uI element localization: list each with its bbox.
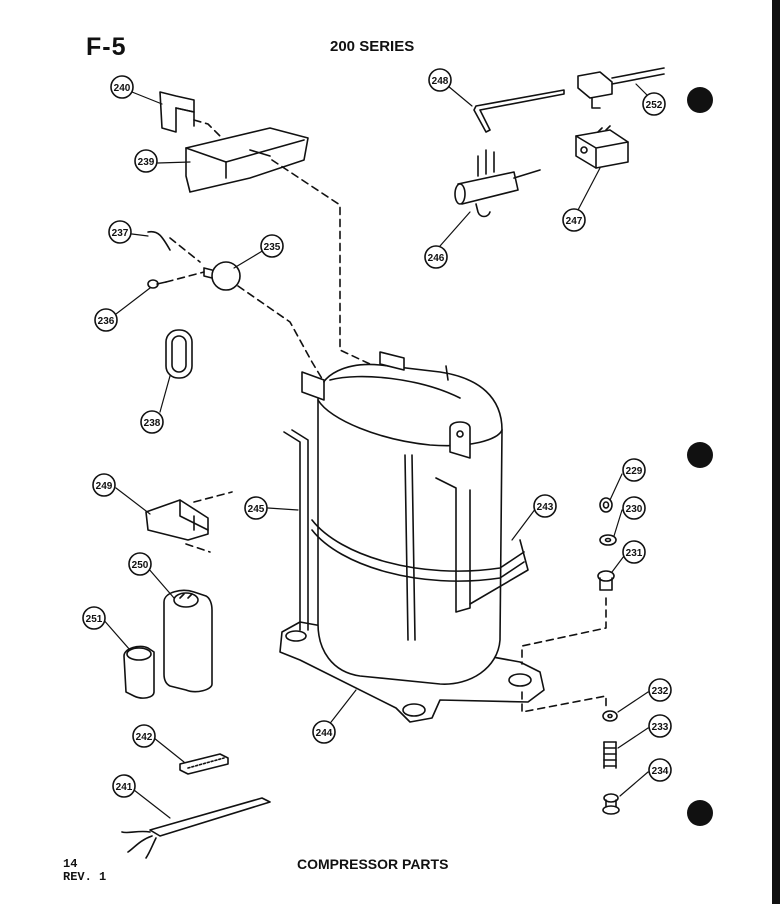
part-229-nut [599,497,613,513]
callouts: 240 239 237 235 236 238 248 252 246 247 … [82,68,672,798]
callout-238: 238 [140,410,164,434]
callout-229-label: 229 [626,466,643,477]
callout-243: 243 [533,494,557,518]
callout-240-label: 240 [114,83,131,94]
leader-lines [101,83,651,819]
figure-id: F-5 [86,33,127,61]
part-252-plug [577,67,665,109]
revision-label: REV. 1 [63,870,107,884]
assembly-lines-right [521,597,607,713]
callout-248-label: 248 [432,76,449,87]
part-238-gasket [165,329,193,379]
callout-250-label: 250 [132,560,149,571]
callout-247: 247 [562,208,586,232]
part-235-overload [203,261,241,291]
callout-248: 248 [428,68,452,92]
callout-235-label: 235 [264,242,281,253]
callout-246-label: 246 [428,253,445,264]
callout-242: 242 [132,724,156,748]
callout-246: 246 [424,245,448,269]
callout-249-label: 249 [96,481,113,492]
part-233-spring [603,741,617,769]
callout-251: 251 [82,606,106,630]
punch-hole-top [687,87,713,113]
part-236-screw [147,279,167,289]
page-edge-bar [772,0,780,904]
assembly-lines-left [165,119,373,553]
callout-237-label: 237 [112,228,129,239]
callout-250: 250 [128,552,152,576]
tube-245 [283,429,309,631]
callout-230-label: 230 [626,504,643,515]
callout-241: 241 [112,774,136,798]
part-247-solenoid-coil [575,125,629,169]
part-249-bracket [145,499,209,541]
callout-234: 234 [648,758,672,782]
callout-245: 245 [244,496,268,520]
part-234-grommet [602,793,620,815]
callout-233-label: 233 [652,722,669,733]
callout-229: 229 [622,458,646,482]
part-246-valve [454,149,541,218]
callout-245-label: 245 [248,504,265,515]
callout-231-label: 231 [626,548,643,559]
callout-232: 232 [648,678,672,702]
part-251-start-capacitor [123,645,155,699]
callout-249: 249 [92,473,116,497]
page-number: 14 [63,857,78,871]
callout-242-label: 242 [136,732,153,743]
part-237-wire [147,230,171,251]
callout-236-label: 236 [98,316,115,327]
part-240-bracket [159,91,195,133]
callout-241-label: 241 [116,782,133,793]
part-241-wire-harness [121,797,271,859]
callout-239-label: 239 [138,157,155,168]
callout-238-label: 238 [144,418,161,429]
compressor-body [279,351,545,723]
part-239-cover [185,127,309,193]
callout-252-label: 252 [646,100,663,111]
callout-240: 240 [110,75,134,99]
callout-251-label: 251 [86,614,103,625]
callout-235: 235 [260,234,284,258]
callout-237: 237 [108,220,132,244]
callout-230: 230 [622,496,646,520]
callout-234-label: 234 [652,766,669,777]
series-title: 200 SERIES [330,38,415,55]
callout-231: 231 [622,540,646,564]
callout-243-label: 243 [537,502,554,513]
punch-hole-bottom [687,800,713,826]
callout-247-label: 247 [566,216,583,227]
callout-232-label: 232 [652,686,669,697]
callout-252: 252 [642,92,666,116]
callout-236: 236 [94,308,118,332]
part-230-washer [599,534,617,546]
callout-244: 244 [312,720,336,744]
part-250-run-capacitor [163,589,213,693]
callout-239: 239 [134,149,158,173]
part-232-washer [602,710,618,722]
callout-244-label: 244 [316,728,333,739]
punch-hole-middle [687,442,713,468]
part-242-relay-strip [179,753,229,775]
diagram-caption: COMPRESSOR PARTS [297,856,449,872]
part-248-allen-wrench [473,89,565,133]
tube-243 [435,477,529,613]
part-231-bushing [597,570,615,591]
page-info: 14 REV. 1 [63,858,106,884]
callout-233: 233 [648,714,672,738]
